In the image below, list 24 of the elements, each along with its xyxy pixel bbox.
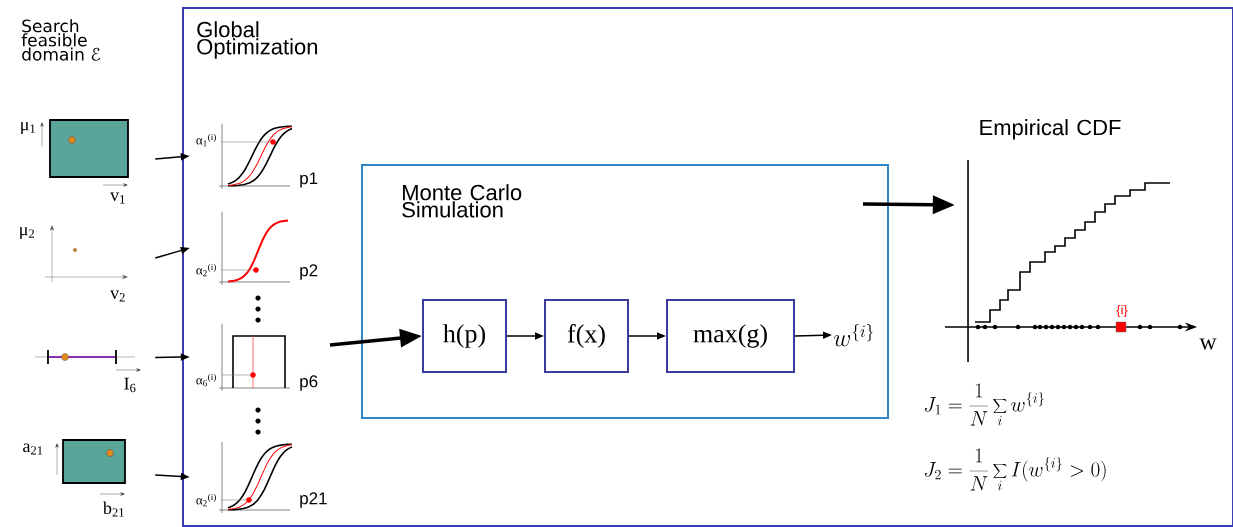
axis-label: α$_{2}$(i) [196,263,216,277]
process-box: f(x) [544,299,629,373]
axis-label: μ$_{1}$ [21,121,35,135]
axis-label: p1 [300,172,318,188]
axis-label: p2 [300,264,318,280]
axis-label: p21 [300,492,327,508]
axis-label: μ$_{2}$ [20,226,34,240]
axis-label: α$_{2}$(i) [196,493,216,507]
axis-label: w [1199,338,1217,350]
formula: $J_1 = \frac{1}{N}\sum_{i} w^{\{i\}}$ [924,383,1044,426]
axis-label: α$_{1}$(i) [196,133,216,147]
axis-label: α$_{6}$(i) [196,373,216,387]
axis-label: v$_{2}$ [110,290,125,302]
axis-label: b$_{21}$ [102,501,124,517]
output-variable: $w^{\{i\}}$ [833,324,874,347]
axis-label: p6 [300,375,318,391]
axis-label: v$_{1}$ [110,192,125,204]
process-box: h(p) [422,299,507,373]
axis-label: a$_{21}$ [23,443,43,455]
marker-label: {i} [1116,304,1128,318]
heading: Search feasible domain ℰ [21,19,101,61]
process-box: max(g) [666,299,795,373]
axis-label: I$_{6}$ [124,377,136,393]
formula: $J_2 = \frac{1}{N}\sum_{i} I(w^{\{i\}}>0)$ [924,448,1106,491]
